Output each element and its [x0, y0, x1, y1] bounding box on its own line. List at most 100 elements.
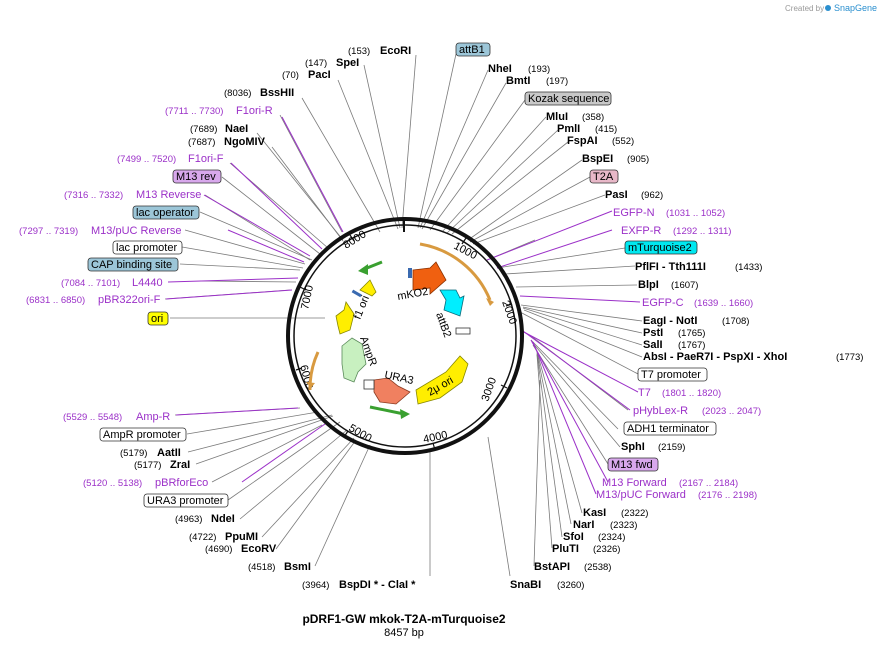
bsshii-label[interactable]: BssHII — [260, 87, 294, 99]
mko2-feature[interactable] — [412, 261, 447, 295]
egfp-n-label[interactable]: EGFP-N — [613, 207, 655, 219]
tick-4000: 4000 — [422, 429, 448, 446]
l4440-label[interactable]: L4440 — [132, 277, 163, 289]
kozak-box[interactable] — [524, 91, 612, 106]
kozak-label: Kozak sequence — [528, 93, 609, 105]
sali-label[interactable]: SalI — [643, 339, 663, 351]
pbrforeco-label[interactable]: pBRforEco — [155, 477, 208, 489]
ngomiv-label[interactable]: NgoMIV — [224, 136, 266, 148]
spei-label[interactable]: SpeI — [336, 57, 359, 69]
t2a-box[interactable] — [589, 169, 619, 184]
ecorv-pos: (4690) — [205, 544, 232, 555]
snabi-label[interactable]: SnaBI — [510, 579, 541, 591]
m13puc-reverse-label[interactable]: M13/pUC Reverse — [91, 225, 181, 237]
eagi-noti-label[interactable]: EagI - NotI — [643, 315, 697, 327]
ampr-promoter-box[interactable] — [99, 427, 187, 442]
zrai-label[interactable]: ZraI — [170, 459, 190, 471]
kasi-label[interactable]: KasI — [583, 507, 606, 519]
mlui-label[interactable]: MluI — [546, 111, 568, 123]
pluti-label[interactable]: PluTI — [552, 543, 579, 555]
f1ori-r-label[interactable]: F1ori-R — [236, 105, 273, 117]
adh1-terminator-box[interactable] — [623, 421, 717, 436]
m13-forward-label[interactable]: M13 Forward — [602, 477, 667, 489]
pasi-label[interactable]: PasI — [605, 189, 628, 201]
ori-label: ori — [151, 313, 163, 325]
ecorv-label[interactable]: EcoRV — [241, 543, 277, 555]
psti-label[interactable]: PstI — [643, 327, 663, 339]
backbone-outer — [286, 217, 524, 455]
ura3-promoter-box-label[interactable] — [143, 493, 229, 508]
zrai-pos: (5177) — [134, 460, 161, 471]
phyblex-r-range: (2023 .. 2047) — [702, 406, 761, 417]
amp-r-label[interactable]: Amp-R — [136, 411, 170, 423]
sfoi-pos: (2324) — [598, 532, 625, 543]
bstapi-label[interactable]: BstAPI — [534, 561, 570, 573]
lac-operator-box[interactable] — [132, 205, 200, 220]
pasi-pos: (962) — [641, 190, 663, 201]
m13-reverse-label[interactable]: M13 Reverse — [136, 189, 201, 201]
bstapi-pos: (2538) — [584, 562, 611, 573]
egfp-c-label[interactable]: EGFP-C — [642, 297, 684, 309]
bspei-label[interactable]: BspEI — [582, 153, 613, 165]
ecori-label[interactable]: EcoRI — [380, 45, 411, 57]
exfp-r-label[interactable]: EXFP-R — [621, 225, 661, 237]
ori-feature[interactable] — [359, 279, 377, 297]
mlui-pos: (358) — [582, 112, 604, 123]
m13puc-forward-label[interactable]: M13/pUC Forward — [596, 489, 686, 501]
eagi-noti-pos: (1708) — [722, 316, 749, 327]
blpi-pos: (1607) — [671, 280, 698, 291]
fspai-label[interactable]: FspAI — [567, 135, 598, 147]
pbr322ori-f-label[interactable]: pBR322ori-F — [98, 294, 161, 306]
tick-7000: 7000 — [299, 284, 316, 310]
nari-label[interactable]: NarI — [573, 519, 594, 531]
snabi-pos: (3260) — [557, 580, 584, 591]
pbrforeco-range: (5120 .. 5138) — [83, 478, 142, 489]
egfp-c-range: (1639 .. 1660) — [694, 298, 753, 309]
attb1-box[interactable] — [455, 42, 491, 57]
m13-fwd-box[interactable] — [607, 457, 659, 472]
bspdi-clai-label[interactable]: BspDI * - ClaI * — [339, 579, 416, 591]
ori-box[interactable] — [147, 311, 169, 326]
f1-ori-feature[interactable] — [335, 301, 355, 335]
nhei-label[interactable]: NheI — [488, 63, 512, 75]
bsmi-label[interactable]: BsmI — [284, 561, 311, 573]
ppumi-label[interactable]: PpuMI — [225, 531, 258, 543]
ampr-promoter-label: AmpR promoter — [103, 429, 181, 441]
naei-label[interactable]: NaeI — [225, 123, 248, 135]
pluti-pos: (2326) — [593, 544, 620, 555]
pflfi-tth111i-label[interactable]: PflFI - Tth111I — [635, 261, 706, 273]
lac-promoter-box[interactable] — [112, 240, 183, 255]
ndei-pos: (4963) — [175, 514, 202, 525]
ndei-label[interactable]: NdeI — [211, 513, 235, 525]
ura3-promoter-arrow-head — [400, 409, 410, 419]
t7-primer-label[interactable]: T7 — [638, 387, 651, 399]
bmti-label[interactable]: BmtI — [506, 75, 530, 87]
blpi-label[interactable]: BlpI — [638, 279, 659, 291]
ura3-promoter-arrow — [369, 405, 405, 416]
attb2-feature[interactable] — [455, 327, 471, 335]
f1ori-f-label[interactable]: F1ori-F — [188, 153, 224, 165]
pbr322ori-f-range: (6831 .. 6850) — [26, 295, 85, 306]
egfp-n-range: (1031 .. 1052) — [666, 208, 725, 219]
credit-prefix: Created by — [785, 4, 824, 13]
sphi-label[interactable]: SphI — [621, 441, 645, 453]
phyblex-r-label[interactable]: pHybLex-R — [633, 405, 688, 417]
t7-promoter-box[interactable] — [637, 367, 708, 382]
ampr-feature[interactable] — [341, 337, 367, 383]
sfoi-label[interactable]: SfoI — [563, 531, 584, 543]
paci-label[interactable]: PacI — [308, 69, 331, 81]
two-micron-ori-feature[interactable] — [415, 355, 469, 405]
attb2-label: attB2 — [433, 311, 453, 339]
pmli-label[interactable]: PmlI — [557, 123, 580, 135]
ring-ticks — [295, 234, 513, 451]
cap-binding-site-box[interactable] — [87, 257, 179, 272]
mturquoise2-feature[interactable] — [439, 289, 465, 317]
mko2-label: mKO2 — [396, 286, 429, 303]
absi-xhoi-label[interactable]: AbsI - PaeR7I - PspXI - XhoI — [643, 351, 787, 363]
mturquoise2-box[interactable] — [624, 240, 698, 255]
ura3-feature[interactable] — [373, 377, 411, 405]
m13-rev-box[interactable] — [172, 169, 222, 184]
aatii-label[interactable]: AatII — [157, 447, 181, 459]
bspei-pos: (905) — [627, 154, 649, 165]
